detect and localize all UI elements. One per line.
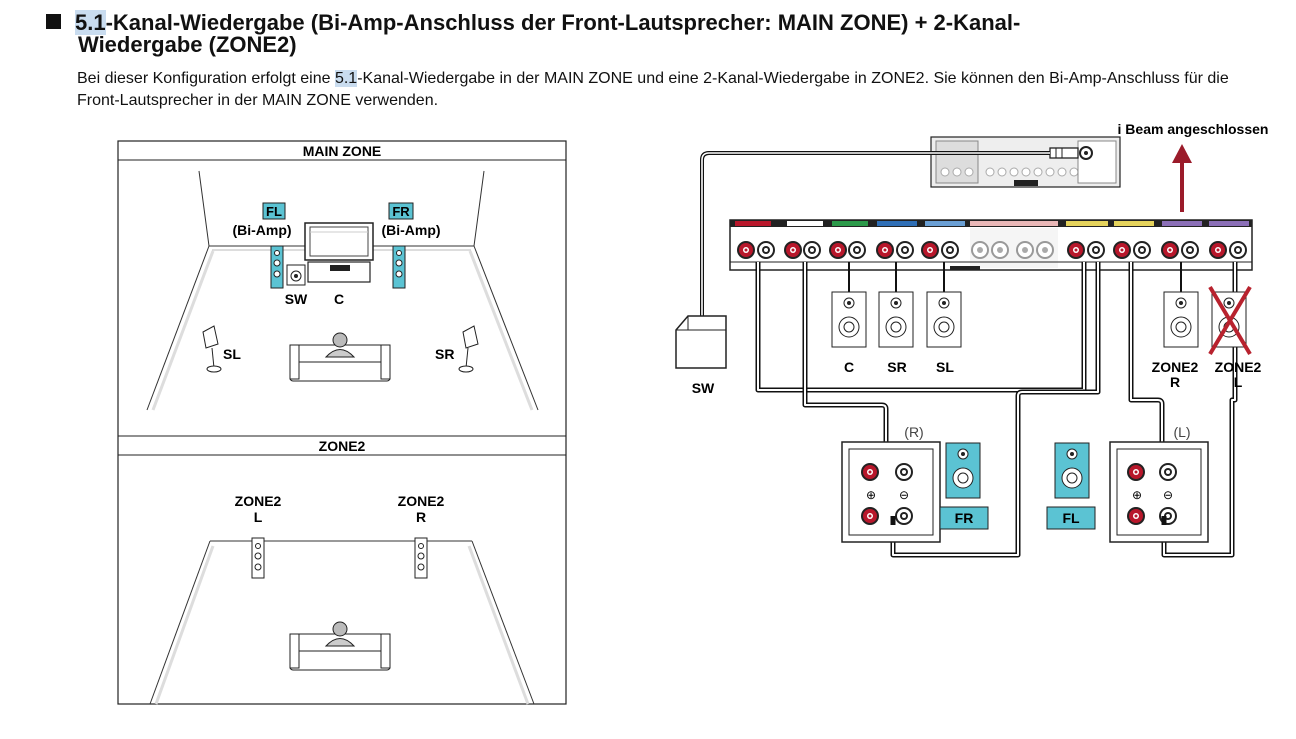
zone2-sofa-icon [289, 621, 391, 671]
fr-label: FR [392, 204, 410, 219]
sl-speaker-icon [202, 325, 222, 373]
zone2-l-label-line1: ZONE2 [235, 493, 282, 509]
zone2-l-label-line2: L [254, 509, 263, 525]
speaker-terminal-strip [729, 219, 1253, 271]
sl-wiring-label: SL [936, 359, 954, 375]
zone2-l-speaker-icon [251, 537, 265, 579]
page-title: 5.1-Kanal-Wiedergabe (Bi-Amp-Anschluss d… [46, 10, 1246, 56]
up-arrow-icon [1172, 144, 1192, 212]
minus-icon: ⊖ [899, 488, 909, 502]
zone2-r-speaker-icon [414, 537, 428, 579]
minus-icon: ⊖ [1163, 488, 1173, 502]
fl-speaker-icon [270, 245, 284, 289]
zone2-l-wiring-label-line2: L [1234, 374, 1243, 390]
fr-speaker-icon [392, 245, 406, 289]
bullet-square-icon [46, 14, 61, 29]
speaker-cables [700, 151, 1238, 558]
sw-label: SW [285, 291, 308, 307]
tv-icon [304, 222, 374, 283]
zone2-r-wiring-label-line1: ZONE2 [1152, 359, 1199, 375]
fl-speaker-icon [1046, 442, 1096, 530]
bi-amp-cables [890, 516, 1167, 525]
c-wiring-label: C [844, 359, 854, 375]
fr-bi-amp-label: (Bi-Amp) [381, 222, 440, 238]
sr-speaker-icon [878, 291, 914, 348]
fl-label: FL [266, 204, 282, 219]
c-speaker-icon [831, 291, 867, 348]
fl-wiring-label: FL [1062, 510, 1080, 526]
subwoofer-icon [675, 315, 727, 369]
pre-out-panel [930, 136, 1121, 188]
zone2-r-speaker-icon [1163, 291, 1199, 348]
beam-annotation: i Beam angeschlossen [1118, 121, 1269, 137]
zone2-r-label-line1: ZONE2 [398, 493, 445, 509]
plus-icon: ⊕ [866, 488, 876, 502]
sr-wiring-label: SR [887, 359, 906, 375]
c-label: C [334, 291, 344, 307]
cross-icon [1208, 285, 1252, 356]
sw-wiring-label: SW [692, 380, 715, 396]
sl-label: SL [223, 346, 241, 362]
main-zone-title: MAIN ZONE [303, 143, 382, 159]
zone2-r-label-line2: R [416, 509, 426, 525]
plus-icon: ⊕ [1132, 488, 1142, 502]
receiver-wiring: i Beam angeschlossen [675, 121, 1269, 558]
fl-bi-amp-terminal: ⊕ ⊖ [1109, 441, 1209, 543]
subwoofer-icon [286, 264, 306, 286]
fr-bi-amp-terminal: ⊕ ⊖ [841, 441, 941, 543]
fr-speaker-icon [939, 442, 989, 530]
zone2-r-wiring-label-line2: R [1170, 374, 1180, 390]
sr-label: SR [435, 346, 454, 362]
room-layout-panel: MAIN ZONE ZONE2 FL (Bi-Amp) FR (Bi-Amp) [117, 140, 567, 705]
sr-speaker-icon [458, 325, 479, 373]
intro-paragraph: Bei dieser Konfiguration erfolgt eine 5.… [77, 70, 1229, 109]
main-room-walls [146, 170, 539, 411]
fr-wiring-label: FR [955, 510, 974, 526]
r-label: (R) [904, 424, 923, 440]
fl-bi-amp-label: (Bi-Amp) [232, 222, 291, 238]
zone2-l-wiring-label-line1: ZONE2 [1215, 359, 1262, 375]
main-sofa-icon [289, 332, 391, 382]
sl-speaker-icon [926, 291, 962, 348]
l-label: (L) [1173, 424, 1190, 440]
sw-rca-plug-icon [1049, 147, 1079, 159]
zone2-title: ZONE2 [319, 438, 366, 454]
